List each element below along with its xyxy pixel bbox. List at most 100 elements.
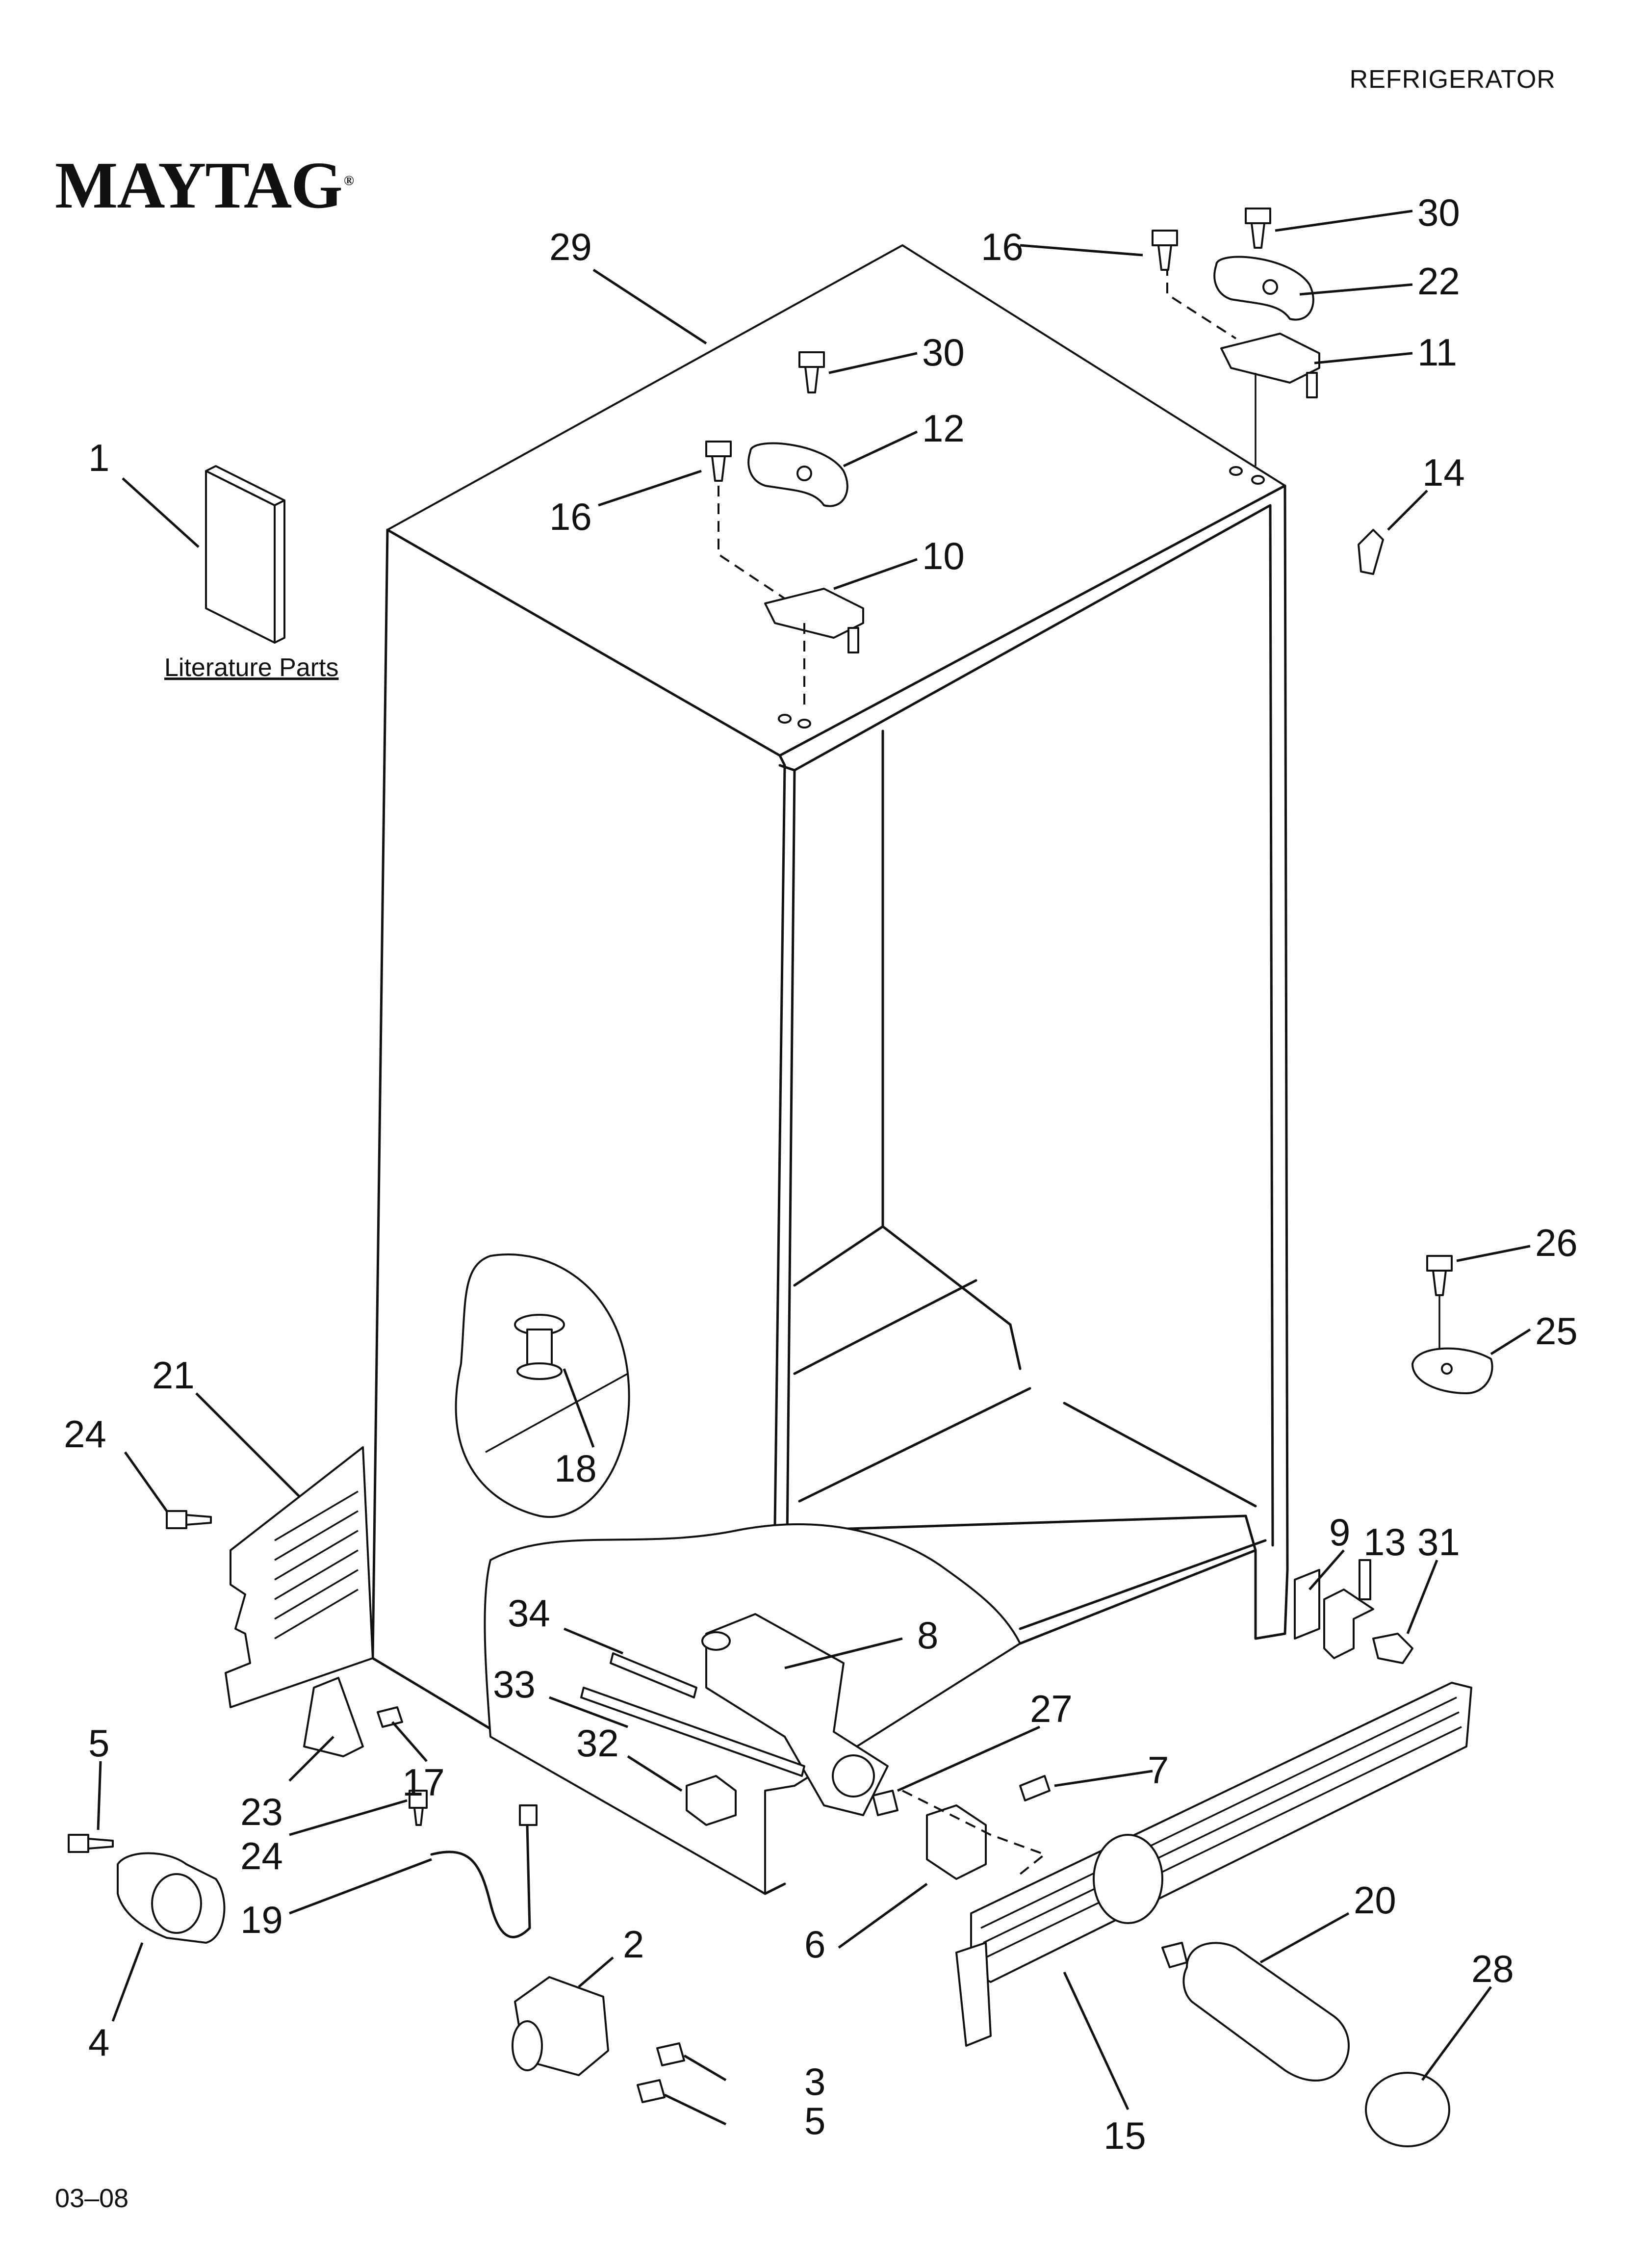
screw-7 [1019, 1775, 1051, 1801]
leader-16b [1020, 244, 1143, 257]
grille-line [980, 1696, 1457, 1929]
clip-14 [1358, 529, 1384, 575]
screw-30b-head [1245, 208, 1271, 224]
screw-27 [872, 1790, 898, 1816]
leader-7 [1054, 1770, 1153, 1787]
callout-15: 15 [1103, 2114, 1146, 2157]
leader-23 [288, 1736, 334, 1782]
cover-hole [796, 466, 812, 481]
leader-15 [1063, 1971, 1129, 2111]
screw-5a-shank [87, 1838, 114, 1850]
cabinet-front-foot [1254, 1549, 1289, 1640]
water-filter [1161, 1942, 1450, 2147]
callout-2: 2 [623, 1923, 644, 1966]
dash-line-7 [902, 1790, 1047, 1875]
callout-26: 26 [1535, 1221, 1578, 1264]
screw-17 [377, 1706, 403, 1728]
callout-20: 20 [1354, 1878, 1396, 1922]
leader-4 [111, 1942, 144, 2022]
callout-5b: 5 [804, 2099, 825, 2142]
roller-4-wheel [151, 1873, 202, 1934]
leader-3 [683, 2054, 727, 2082]
literature-book-spine [274, 499, 285, 644]
callout-11: 11 [1417, 331, 1457, 374]
leader-24b [289, 1799, 408, 1836]
leader-5b [664, 2093, 727, 2126]
cabinet-interior-top-shelf [793, 1225, 1022, 1370]
screw-26-head [1426, 1255, 1453, 1272]
dash-line-16b [1166, 265, 1237, 339]
hinge-11 [1220, 333, 1320, 384]
callout-34: 34 [508, 1591, 550, 1635]
callout-7: 7 [1148, 1748, 1169, 1792]
callout-30b: 30 [1417, 191, 1460, 234]
rod-33 [580, 1687, 805, 1777]
cover-hole [1262, 279, 1278, 295]
leader-32 [627, 1755, 683, 1792]
leader-25 [1490, 1328, 1531, 1356]
louver-slots [274, 1490, 359, 1640]
screw-24-shank [185, 1514, 212, 1526]
callout-5a: 5 [88, 1721, 109, 1765]
leader-lines [97, 209, 1531, 2126]
leader-18 [563, 1368, 595, 1448]
category-header: REFRIGERATOR [1349, 65, 1556, 94]
leader-27 [897, 1725, 1041, 1792]
callout-22: 22 [1417, 260, 1460, 303]
leader-5a [97, 1761, 102, 1830]
cabinet-front-frame-inner [793, 504, 1274, 1547]
leader-24a [124, 1451, 168, 1512]
filter-20-body [1182, 1942, 1350, 2082]
leader-19 [289, 1858, 432, 1915]
cabinet-bottom-rail-2 [1019, 1539, 1267, 1630]
callout-28: 28 [1471, 1947, 1514, 1990]
right-hinge-group [1152, 208, 1384, 575]
left-lower-parts [68, 1446, 1051, 2103]
leveler-base [516, 1362, 563, 1380]
leader-26 [1456, 1245, 1531, 1262]
right-lower-parts [1294, 1255, 1493, 1664]
cabinet-interior-shelf-line-2 [798, 1387, 1031, 1503]
detail-inset-line [485, 1373, 628, 1453]
leader-28 [1421, 1986, 1492, 2081]
callout-27: 27 [1030, 1687, 1073, 1730]
callout-31: 31 [1417, 1520, 1460, 1564]
leader-30b [1275, 209, 1413, 232]
leader-29 [592, 268, 707, 345]
callout-25: 25 [1535, 1309, 1578, 1353]
callout-21: 21 [152, 1354, 195, 1397]
callout-19: 19 [240, 1898, 283, 1941]
cabinet-interior-shelf-line [793, 1279, 977, 1375]
bracket-25-hole [1441, 1363, 1453, 1375]
leader-6 [838, 1882, 928, 1949]
screw-24b-head [409, 1790, 428, 1809]
grille-filter-port [1093, 1834, 1163, 1924]
callout-32: 32 [576, 1721, 619, 1765]
leader-21 [195, 1392, 300, 1497]
dash-line-16 [718, 486, 786, 600]
callout-labels: 1 29 16 30 22 11 30 12 16 10 14 26 25 18… [64, 191, 1578, 2157]
leader-12 [843, 430, 918, 468]
cabinet-front-left-post [773, 754, 786, 1527]
screw-31 [1372, 1633, 1413, 1664]
filter-20-nozzle [1161, 1942, 1188, 1968]
cabinet-interior-floor-line [1063, 1402, 1257, 1508]
housing-port [701, 1631, 731, 1651]
callout-18: 18 [554, 1447, 597, 1490]
callout-16a: 16 [549, 495, 592, 538]
callout-14: 14 [1422, 451, 1465, 494]
leader-17 [391, 1721, 428, 1762]
filter-cap-28 [1365, 2072, 1450, 2147]
screw-30b-shank [1251, 222, 1265, 249]
leader-14 [1387, 490, 1428, 531]
callout-29: 29 [549, 225, 592, 268]
top-hole [1229, 466, 1243, 476]
callout-3: 3 [804, 2060, 825, 2103]
bracket-13 [1323, 1589, 1374, 1659]
detail-inset-outline [455, 1253, 630, 1518]
leader-22 [1299, 283, 1413, 296]
bracket-23 [303, 1677, 364, 1757]
screw-30-shank [804, 366, 819, 393]
water-tube-19 [430, 1824, 531, 1938]
logo-text: MAYTAG [55, 149, 343, 222]
